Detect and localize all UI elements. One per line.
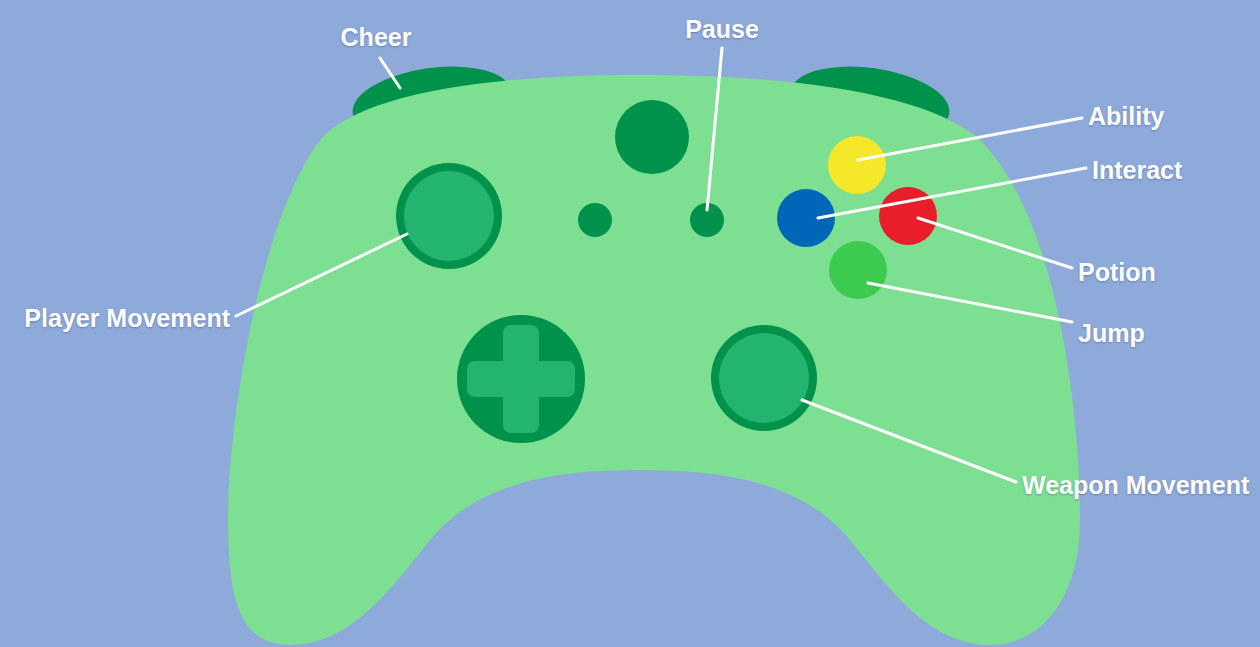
left-stick-ring [396,163,502,269]
left-stick [404,171,494,261]
home-button [615,100,689,174]
leader-lines [236,48,1086,482]
view-button [578,203,612,237]
button-label: Ability [1088,102,1164,131]
leader-line [707,48,722,210]
button-label: Player Movement [24,304,230,333]
button-label: Pause [685,15,759,44]
button-label: Potion [1078,258,1156,287]
red-button [879,187,937,245]
button-label: Weapon Movement [1022,471,1249,500]
controller-body [228,75,1080,645]
blue-button [777,189,835,247]
leader-line [858,118,1082,160]
button-label: Jump [1078,319,1145,348]
leader-line [802,400,1016,482]
leader-line [380,58,400,88]
green-button [829,241,887,299]
leader-line [818,168,1086,218]
leader-line [868,283,1072,322]
right-stick [719,333,809,423]
yellow-button [828,136,886,194]
dpad-base [457,315,585,443]
leader-line [236,234,407,316]
dpad-horizontal [467,361,575,397]
leader-line [918,218,1072,268]
right-stick-ring [711,325,817,431]
button-label: Interact [1092,156,1182,185]
button-label: Cheer [341,23,412,52]
